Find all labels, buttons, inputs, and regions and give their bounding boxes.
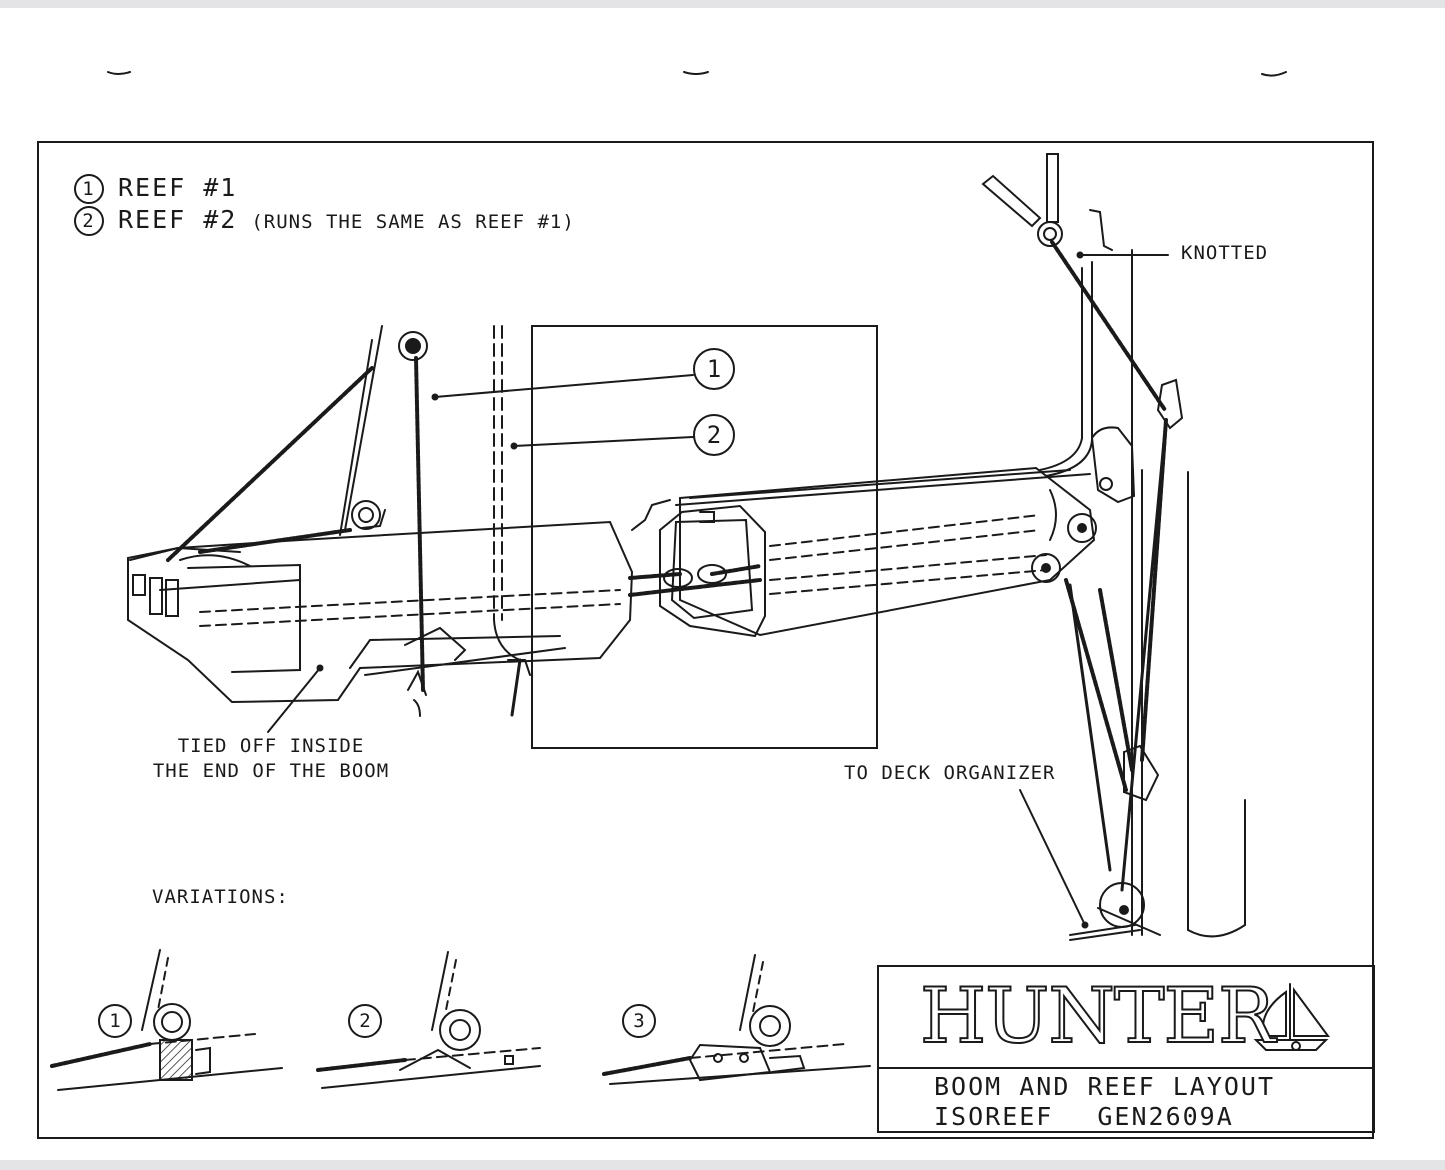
binder-mark-right [1261, 71, 1287, 77]
title-block [877, 965, 1375, 1133]
variation-number-1: 1 [98, 1004, 132, 1038]
legend-label-1: REEF #1 [118, 173, 238, 202]
legend-note-2: (RUNS THE SAME AS REEF #1) [251, 211, 575, 233]
down-line-e [1068, 583, 1112, 872]
boom-forward [631, 466, 1097, 638]
mast-reef-line [1050, 240, 1167, 412]
knotted-label: KNOTTED [1181, 242, 1269, 264]
drawing-title: BOOM AND REEF LAYOUT [934, 1072, 1276, 1101]
binder-mark-left [107, 71, 131, 75]
down-line-b [1098, 588, 1134, 772]
tied-off-label-line1: TIED OFF INSIDE [177, 735, 365, 757]
sailboat-logo [1253, 983, 1330, 1051]
legend-item-reef-2: 2 REEF #2 (RUNS THE SAME AS REEF #1) [74, 206, 575, 236]
boom-aft [127, 520, 634, 704]
legend-number-1: 1 [74, 174, 104, 204]
down-line-d [1120, 418, 1168, 892]
variation-sketch-2 [316, 951, 541, 1089]
tied-off-label-line2: THE END OF THE BOOM [152, 760, 390, 782]
callout-2: 2 [693, 414, 735, 456]
callout-1: 1 [693, 348, 735, 390]
gooseneck [1039, 426, 1136, 504]
variation-sketch-1 [50, 949, 283, 1091]
drawing-number: GEN2609A [1097, 1102, 1234, 1131]
legend-label-2: REEF #2 [118, 205, 238, 234]
tied-off-leader [267, 667, 321, 733]
deck-organizer-leader [1019, 789, 1086, 926]
to-deck-organizer-label: TO DECK ORGANIZER [844, 762, 1056, 784]
tied-off-label: TIED OFF INSIDE THE END OF THE BOOM [140, 734, 402, 784]
callout-1-leader [434, 374, 694, 398]
callout-2-leader [513, 436, 694, 447]
viewer-top-bar [0, 0, 1445, 8]
drawing-border [37, 141, 1374, 1139]
variation-number-2: 2 [348, 1004, 382, 1038]
legend-item-reef-1: 1 REEF #1 [74, 174, 251, 204]
drawing-subtitle: ISOREEF GEN2609A [934, 1104, 1234, 1129]
reef-line-1 [414, 356, 425, 692]
leech-line [344, 325, 383, 531]
legend-number-2: 2 [74, 206, 104, 236]
drawing-system-name: ISOREEF [934, 1102, 1054, 1131]
brand-wordmark: HUNTER [919, 971, 1276, 1060]
variation-number-3: 3 [622, 1004, 656, 1038]
down-line-a [1064, 578, 1128, 792]
inset-frame [531, 325, 878, 749]
binder-mark-center [683, 71, 709, 75]
aft-reef-line [166, 366, 374, 562]
variation-sketch-3 [602, 954, 871, 1085]
mast [981, 153, 1246, 938]
variations-heading: VARIATIONS: [152, 886, 289, 908]
viewer-bottom-bar [0, 1160, 1445, 1170]
